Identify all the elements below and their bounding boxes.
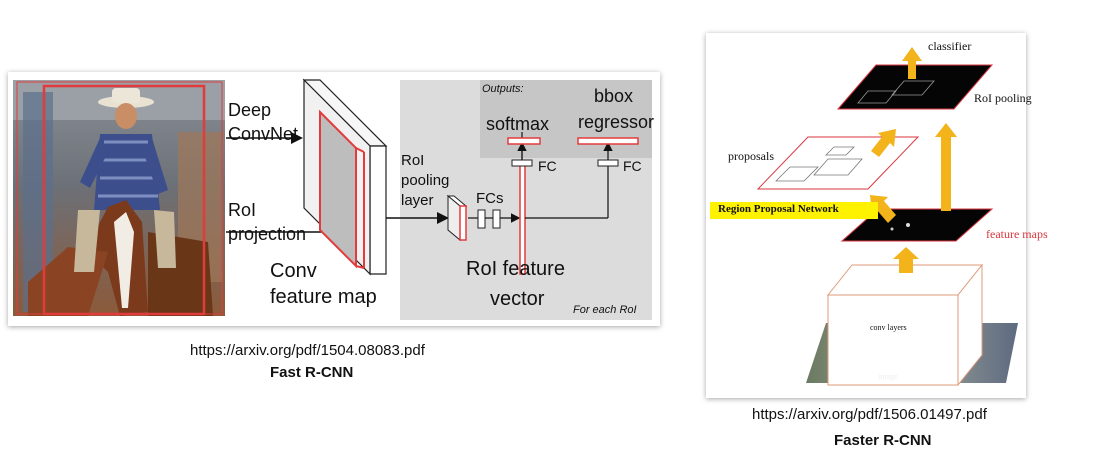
arrow-features-to-roi-pooling [935,123,957,211]
fc-block-2 [492,209,501,229]
softmax-output-bar [507,137,541,145]
deep-convnet-label-1: Deep [228,100,272,120]
softmax-label: softmax [486,114,550,134]
roi-pooling-slab [446,194,468,242]
conv-feature-map-label-1: Conv [270,260,317,282]
roi-projection-label-2: projection [228,224,307,244]
roi-pooling-layer-label-3: layer [401,192,434,209]
fc-left-label: FC [538,158,557,174]
conv-layers-label: conv layers [870,323,907,332]
conv-feature-map-slab [302,78,388,276]
conv-feature-map-label-2: feature map [270,286,377,308]
deep-convnet-label-2: ConvNet [228,124,299,144]
fc-softmax-block [511,159,533,167]
fc-right-label: FC [623,158,642,174]
for-each-roi-label: For each RoI [573,304,637,316]
fast-rcnn-title: Fast R-CNN [270,364,354,381]
bbox-output-bar [577,137,639,145]
faster-rcnn-url: https://arxiv.org/pdf/1506.01497.pdf [752,406,987,423]
roi-pooling-layer-label-2: pooling [401,172,450,189]
outputs-box [480,80,652,158]
arrow-to-classifier [902,47,922,79]
roi-projection-label-1: RoI [228,200,257,220]
cowboy-photo [13,80,225,316]
roi-pooling-layer [836,64,994,110]
fast-rcnn-url: https://arxiv.org/pdf/1504.08083.pdf [190,342,425,359]
roi-feature-vector-label-1: RoI feature [466,258,565,280]
faster-rcnn-title: Faster R-CNN [834,432,932,449]
arrow-conv-to-features [893,247,919,273]
faster-rcnn-graphics [710,47,1018,387]
arrow-proposals-to-roi-pooling [871,129,896,157]
fast-rcnn-graphics [13,78,652,320]
bbox-label-1: bbox [594,86,634,106]
feature-maps-label: feature maps [986,227,1048,241]
fcs-label: FCs [476,190,504,207]
fast-rcnn-diagram: Deep ConvNet RoI projection Conv feature… [8,72,660,326]
image-label: image [878,372,898,381]
rpn-label: Region Proposal Network [718,203,839,215]
classifier-label: classifier [928,39,972,53]
outputs-label: Outputs: [482,83,524,95]
feature-maps-layer [840,208,994,242]
faster-rcnn-diagram: classifier RoI pooling proposals Region … [706,33,1048,398]
roi-feature-vector-label-2: vector [490,288,545,310]
rpn-highlight [710,202,878,219]
bbox-label-2: regressor [578,112,655,132]
fc-bbox-block [597,159,619,167]
roi-pooling-label: RoI pooling [974,91,1032,105]
fc-block-1 [477,209,486,229]
roi-pooling-layer-label-1: RoI [401,152,425,169]
conv-layers-cube [826,263,984,387]
proposals-label: proposals [728,149,774,163]
